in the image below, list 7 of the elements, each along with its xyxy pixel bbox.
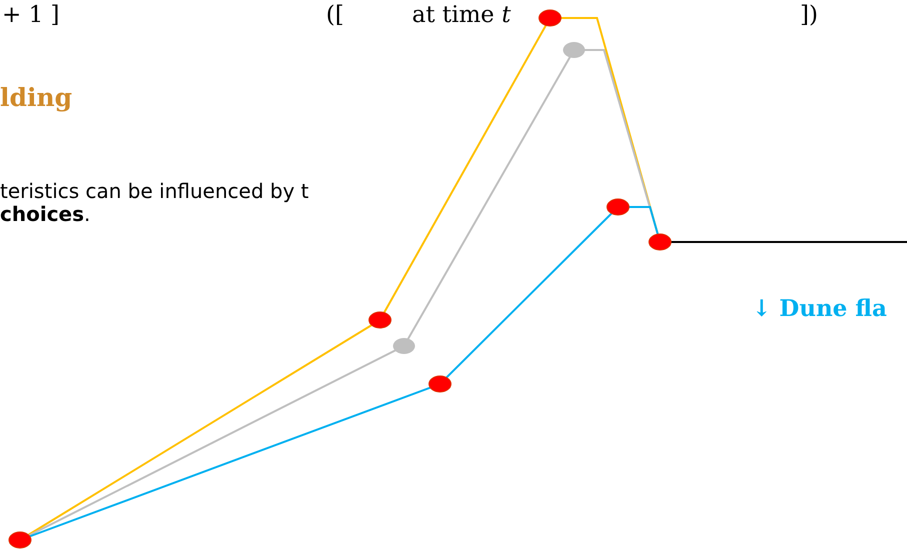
annotation-text: ↓ Dune fla: [752, 296, 887, 322]
formula-text: ([: [326, 2, 344, 28]
heading-text: lding: [0, 84, 72, 113]
formula-text: at time t: [412, 2, 511, 28]
formula-text: ]): [800, 2, 818, 28]
body-paragraph: teristics can be influenced by t choices.: [0, 180, 310, 226]
formula-text: + 1 ]: [2, 2, 60, 28]
